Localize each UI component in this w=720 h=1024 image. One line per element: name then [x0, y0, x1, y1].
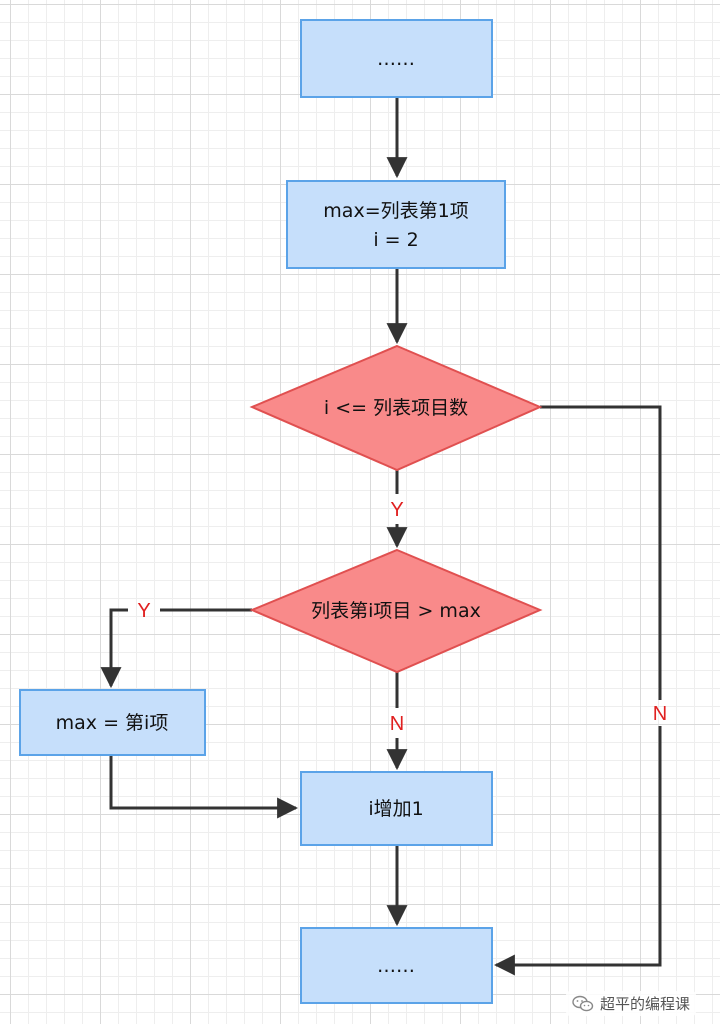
end-node-label: ……	[377, 955, 415, 977]
edge-label-compare-yes: Y	[137, 600, 150, 622]
watermark-text: 超平的编程课	[599, 995, 690, 1013]
cond-loop-node: i <= 列表项目数	[249, 344, 543, 472]
edge-cond-loop-no	[496, 405, 662, 965]
assign-node: max = 第i项	[19, 689, 206, 756]
increment-node-label: i增加1	[368, 798, 423, 820]
watermark: 超平的编程课	[565, 991, 696, 1016]
edge-label-loop-yes: Y	[390, 499, 403, 521]
end-node: ……	[300, 927, 493, 1004]
increment-node-box	[300, 771, 493, 846]
cond-compare-node: 列表第i项目 > max	[249, 548, 543, 674]
cond-loop-diamond	[249, 344, 543, 472]
init-node: max=列表第1项 i = 2	[286, 180, 506, 269]
edge-cond-compare-yes	[111, 608, 252, 686]
assign-node-box	[19, 689, 206, 756]
cond-compare-label: 列表第i项目 > max	[311, 600, 481, 622]
init-node-box	[286, 180, 506, 269]
start-node-label: ……	[377, 48, 415, 70]
edge-label-compare-no: N	[390, 713, 404, 735]
connectors	[109, 97, 662, 965]
wechat-icon	[572, 995, 594, 1011]
start-node-box	[300, 19, 493, 98]
start-node: ……	[300, 19, 493, 98]
end-node-box	[300, 927, 493, 1004]
assign-node-label: max = 第i项	[56, 712, 169, 734]
cond-loop-label: i <= 列表项目数	[324, 397, 468, 419]
init-node-line1: max=列表第1项	[323, 200, 468, 222]
increment-node: i增加1	[300, 771, 493, 846]
init-node-line2: i = 2	[373, 229, 418, 251]
edge-assign-to-increment	[109, 755, 299, 819]
edge-label-loop-no: N	[653, 703, 667, 725]
cond-compare-diamond	[249, 548, 543, 674]
